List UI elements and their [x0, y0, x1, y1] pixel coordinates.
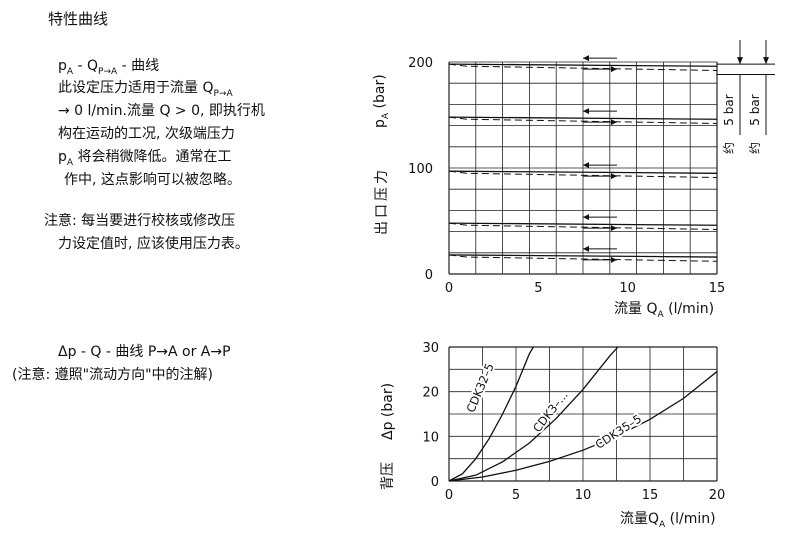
chart1-series-dashed [448, 170, 718, 179]
chart1-series-dashed [448, 222, 718, 230]
chart1-xlabel-text: 流量 Q [614, 301, 658, 317]
chart1-ytick: 200 [408, 56, 433, 71]
chart1-annotation: 5 bar [748, 94, 762, 125]
chart1-grid [448, 61, 718, 275]
chart2-xlabel-unit: (l/min) [665, 511, 716, 527]
section2-note: (注意: 遵照"流动方向"中的注解) [12, 367, 213, 383]
chart1-arrowhead-left [583, 162, 589, 169]
chart1-ylabel: pA (bar) [372, 74, 394, 128]
line4-rest: 将会稍微降低。通常在工 [73, 149, 232, 165]
chart1-flow-arrows [583, 55, 617, 263]
line1-sub: P→A [213, 88, 233, 99]
chart1-series-dashed [448, 116, 718, 124]
anno-arrowhead-2 [763, 57, 769, 65]
chart1-ytick: 0 [425, 268, 433, 283]
chart2-ytick: 10 [422, 430, 439, 445]
title-q-sub: P→A [98, 66, 118, 77]
chart1-annotations: 5 bar 约 5 bar 约 [717, 40, 775, 154]
chart1-arrowhead-right [610, 173, 617, 180]
chart1-xlabel-sub: A [657, 309, 664, 320]
chart2-xlabel-text: 流量Q [620, 511, 660, 527]
chart1-annotation: 5 bar [722, 94, 736, 125]
section2-title: Δp - Q - 曲线 P→A or A→P [58, 344, 231, 360]
chart2-ylabel-cn: 背压 [380, 462, 396, 490]
anno-arrowhead-1 [737, 57, 743, 65]
chart1-xtick: 15 [709, 281, 726, 296]
chart2-xtick: 0 [445, 488, 453, 503]
section1-line2: → 0 l/min.流量 Q > 0, 即执行机 [58, 103, 265, 119]
title-p-sub: A [66, 66, 74, 77]
chart2-ytick: 30 [422, 341, 439, 356]
chart1-arrowhead-left [583, 108, 589, 115]
chart1-arrowhead-right [610, 225, 617, 232]
chart2-grid [448, 346, 718, 482]
section1-note2: 力设定值时, 应该使用压力表。 [58, 236, 249, 252]
title-curve: - 曲线 [117, 58, 160, 74]
chart2-xtick: 10 [575, 488, 592, 503]
chart1-arrowhead-left [583, 245, 589, 252]
chart1-xtick: 10 [619, 281, 636, 296]
chart2-xlabel: 流量QA (l/min) [620, 511, 716, 533]
chart1-xtick: 0 [445, 281, 453, 296]
section1-title: pA - QP→A - 曲线 [58, 58, 159, 80]
line1-text: 此设定压力适用于流量 Q [58, 80, 214, 96]
chart1-ylabel-sub: A [380, 112, 391, 120]
chart2-series-label: CDK35–5 [593, 412, 644, 452]
chart1-ytick: 100 [408, 162, 433, 177]
chart1-arrowhead-right [610, 66, 617, 73]
section1-line4: pA 将会稍微降低。通常在工 [58, 149, 232, 171]
chart1-annotation: 约 [721, 142, 736, 154]
chart1-xtick: 5 [534, 281, 542, 296]
chart1-series-dashed [448, 63, 718, 71]
section1-line5: 作中, 这点影响可以被忽略。 [64, 172, 241, 188]
page-heading: 特性曲线 [48, 10, 109, 28]
chart2-ytick: 20 [422, 386, 439, 401]
line4-sub: A [66, 157, 74, 168]
chart2-xtick: 20 [709, 488, 726, 503]
chart1-series-solid [448, 170, 718, 174]
chart1-arrowhead-left [583, 214, 589, 221]
chart2-ytick: 0 [431, 475, 439, 490]
chart2-xtick: 5 [512, 488, 520, 503]
chart1-ylabel-p: p [372, 119, 388, 128]
chart1-xlabel-unit: (l/min) [663, 301, 715, 317]
chart1-series-solid [448, 254, 718, 258]
chart2-xlabel-sub: A [659, 519, 666, 530]
chart1-series [448, 63, 718, 262]
chart1-arrowhead-left [583, 55, 589, 62]
chart2-series-line [448, 371, 718, 482]
chart1-arrowhead-right [610, 256, 617, 263]
chart2-series-line [448, 346, 534, 482]
chart1-arrowhead-right [610, 119, 617, 126]
chart2-series-line [448, 346, 619, 482]
chart1-series-dashed [448, 254, 718, 262]
section1-line1: 此设定压力适用于流量 QP→A [58, 80, 233, 102]
chart1-ylabel-unit: (bar) [372, 74, 388, 113]
section1-line3: 构在运动的工况, 次级端压力 [58, 126, 235, 142]
title-p: p [58, 58, 67, 74]
chart2-ylabel: Δp (bar) [380, 382, 396, 440]
section1-note1: 注意: 每当要进行校核或修改压 [44, 213, 236, 229]
title-q: - Q [73, 58, 99, 74]
chart1-series-solid [448, 63, 718, 67]
chart2-ticks: 0 5 10 15 20 0 10 20 30 [422, 341, 725, 503]
line4-p: p [58, 149, 67, 165]
chart2-series-label: CDK3–... [530, 388, 571, 435]
chart1-annotation: 约 [747, 142, 762, 154]
chart2-xtick: 15 [642, 488, 659, 503]
chart1-ticks: 0 5 10 15 0 100 200 [408, 56, 725, 296]
chart1-xlabel: 流量 QA (l/min) [614, 301, 714, 323]
chart1-series-solid [448, 116, 718, 120]
chart1-ylabel-cn: 出口压力 [374, 167, 390, 235]
chart1-series-solid [448, 222, 718, 226]
